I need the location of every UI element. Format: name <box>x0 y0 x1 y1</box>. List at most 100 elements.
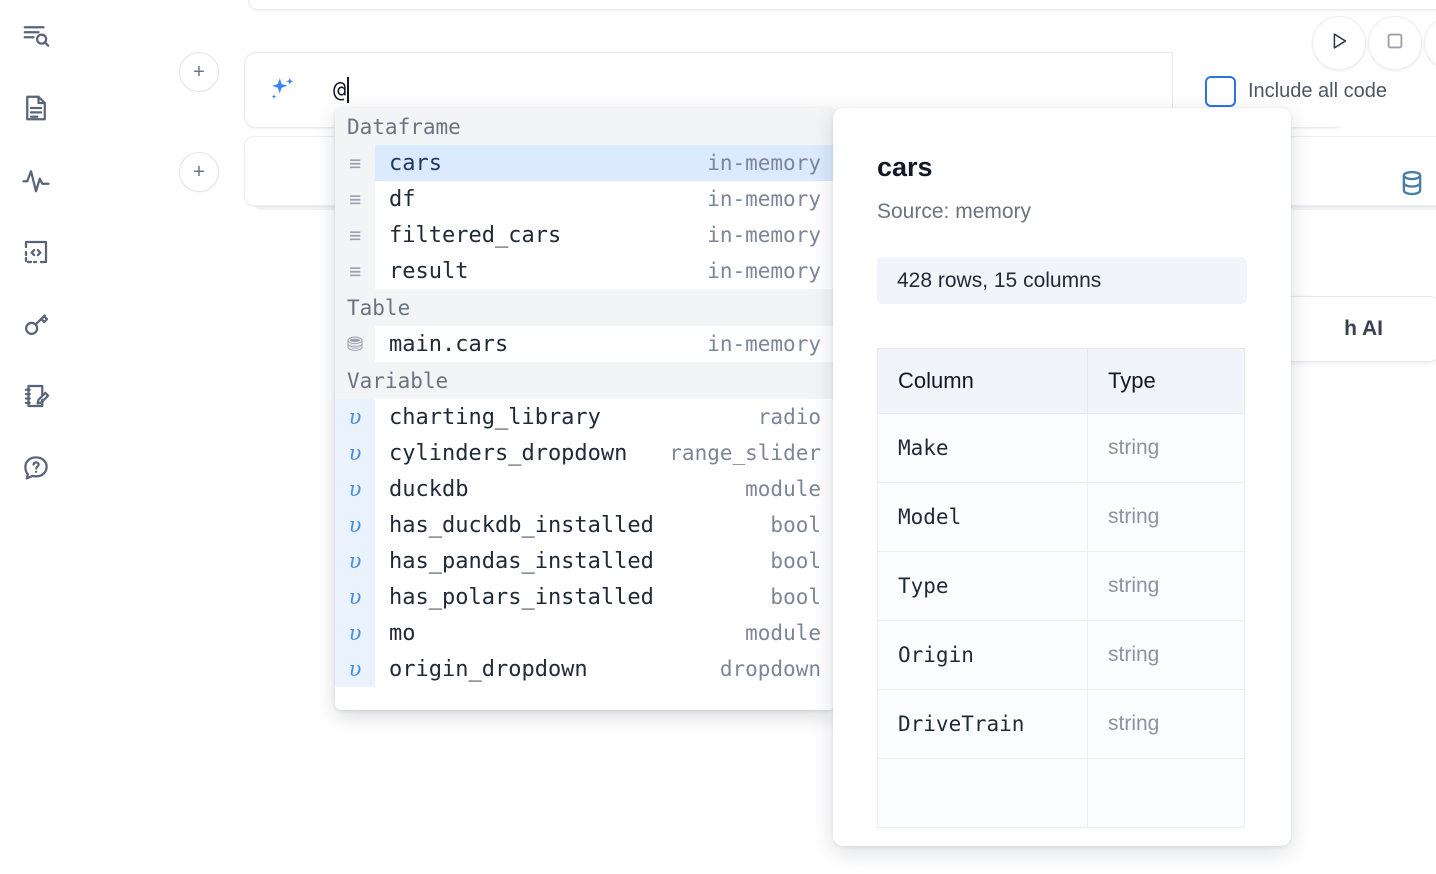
code-snippet-icon <box>21 237 51 267</box>
sidebar-item-snippets[interactable] <box>14 230 58 274</box>
variable-icon: υ <box>335 651 375 687</box>
scratchpad-icon <box>21 381 51 411</box>
stop-square-icon <box>1384 30 1406 57</box>
schema-column-type: string <box>1087 689 1245 759</box>
autocomplete-item-name: origin_dropdown <box>389 656 588 682</box>
add-cell-button-above[interactable]: + <box>179 52 219 92</box>
ai-prompt-input[interactable]: @ <box>333 75 350 105</box>
database-icon[interactable] <box>1397 168 1427 198</box>
gutter-glyph: υ <box>348 512 362 537</box>
autocomplete-item[interactable]: ⛃ main.cars in-memory <box>335 326 835 362</box>
stop-button[interactable] <box>1368 16 1422 70</box>
autocomplete-item-kind: in-memory <box>707 151 821 175</box>
schema-column-name <box>877 758 1088 828</box>
gutter-glyph: υ <box>348 584 362 609</box>
schema-column-type: string <box>1087 620 1245 690</box>
schema-table-header-row: Column Type <box>877 348 1245 414</box>
autocomplete-section-header: Table <box>335 289 835 326</box>
autocomplete-item-kind: range_slider <box>669 441 821 465</box>
cell-type-icons: M <box>1397 168 1436 198</box>
autocomplete-item-name: filtered_cars <box>389 222 562 248</box>
sidebar-item-help[interactable] <box>14 446 58 490</box>
gutter-glyph: υ <box>348 440 362 465</box>
sidebar-item-secrets[interactable] <box>14 302 58 346</box>
help-chat-icon <box>21 453 51 483</box>
gutter-glyph: υ <box>348 548 362 573</box>
plus-icon: + <box>193 161 205 183</box>
dataframe-rows-icon: ≡ <box>335 253 375 289</box>
autocomplete-item-kind: in-memory <box>707 332 821 356</box>
autocomplete-item-name: charting_library <box>389 404 601 430</box>
variable-icon: υ <box>335 471 375 507</box>
document-icon <box>21 93 51 123</box>
sidebar <box>0 0 72 874</box>
include-all-code-toggle[interactable]: Include all code <box>1205 76 1387 107</box>
sidebar-item-explore[interactable] <box>14 14 58 58</box>
schema-column-name: Origin <box>877 620 1088 690</box>
plus-icon: + <box>193 61 205 83</box>
autocomplete-item-kind: bool <box>770 549 821 573</box>
text-caret <box>347 77 350 103</box>
dataframe-rows-icon: ≡ <box>335 181 375 217</box>
autocomplete-section-header: Dataframe <box>335 108 835 145</box>
variable-icon: υ <box>335 507 375 543</box>
generate-with-ai-label: h AI <box>1344 317 1383 340</box>
autocomplete-item-kind: dropdown <box>719 657 821 681</box>
autocomplete-item[interactable]: υ has_duckdb_installed bool <box>335 507 835 543</box>
schema-column-type: string <box>1087 413 1245 483</box>
autocomplete-item-name: has_polars_installed <box>389 584 654 610</box>
autocomplete-item-kind: in-memory <box>707 259 821 283</box>
detail-title: cars <box>877 152 933 182</box>
schema-table-row-partial <box>877 758 1245 828</box>
gutter-glyph: ⛃ <box>346 332 364 356</box>
autocomplete-item[interactable]: υ has_pandas_installed bool <box>335 543 835 579</box>
autocomplete-item-name: has_pandas_installed <box>389 548 654 574</box>
gutter-glyph: ≡ <box>348 223 362 247</box>
sidebar-item-notebook[interactable] <box>14 86 58 130</box>
autocomplete-item[interactable]: υ origin_dropdown dropdown <box>335 651 835 687</box>
include-all-code-label: Include all code <box>1248 80 1387 102</box>
autocomplete-item-name: mo <box>389 620 416 646</box>
gutter-glyph: ≡ <box>348 259 362 283</box>
explorer-search-icon <box>21 21 51 51</box>
autocomplete-item-kind: module <box>745 621 821 645</box>
include-all-code-checkbox[interactable] <box>1205 76 1236 107</box>
schema-column-name: Make <box>877 413 1088 483</box>
autocomplete-item[interactable]: υ has_polars_installed bool <box>335 579 835 615</box>
key-icon <box>21 309 51 339</box>
autocomplete-section-header: Variable <box>335 362 835 399</box>
run-button[interactable] <box>1312 16 1366 70</box>
dataframe-detail-panel: cars Source: memory 428 rows, 15 columns… <box>833 108 1291 846</box>
autocomplete-item-kind: bool <box>770 513 821 537</box>
dataframe-rows-icon: ≡ <box>335 145 375 181</box>
autocomplete-item-name: main.cars <box>389 331 509 357</box>
schema-column-type <box>1087 758 1245 828</box>
previous-cell[interactable] <box>248 0 1436 10</box>
autocomplete-item-name: duckdb <box>389 476 469 502</box>
sidebar-item-runtime[interactable] <box>14 158 58 202</box>
autocomplete-item-name: has_duckdb_installed <box>389 512 654 538</box>
sidebar-item-scratchpad[interactable] <box>14 374 58 418</box>
autocomplete-item-kind: bool <box>770 585 821 609</box>
gutter-glyph: υ <box>348 656 362 681</box>
add-cell-button-below[interactable]: + <box>179 152 219 192</box>
autocomplete-item-kind: in-memory <box>707 187 821 211</box>
ai-prompt-value: @ <box>333 77 347 103</box>
dataframe-rows-icon: ≡ <box>335 217 375 253</box>
play-icon <box>1328 30 1350 57</box>
autocomplete-item-kind: radio <box>757 405 821 429</box>
schema-column-name: Model <box>877 482 1088 552</box>
